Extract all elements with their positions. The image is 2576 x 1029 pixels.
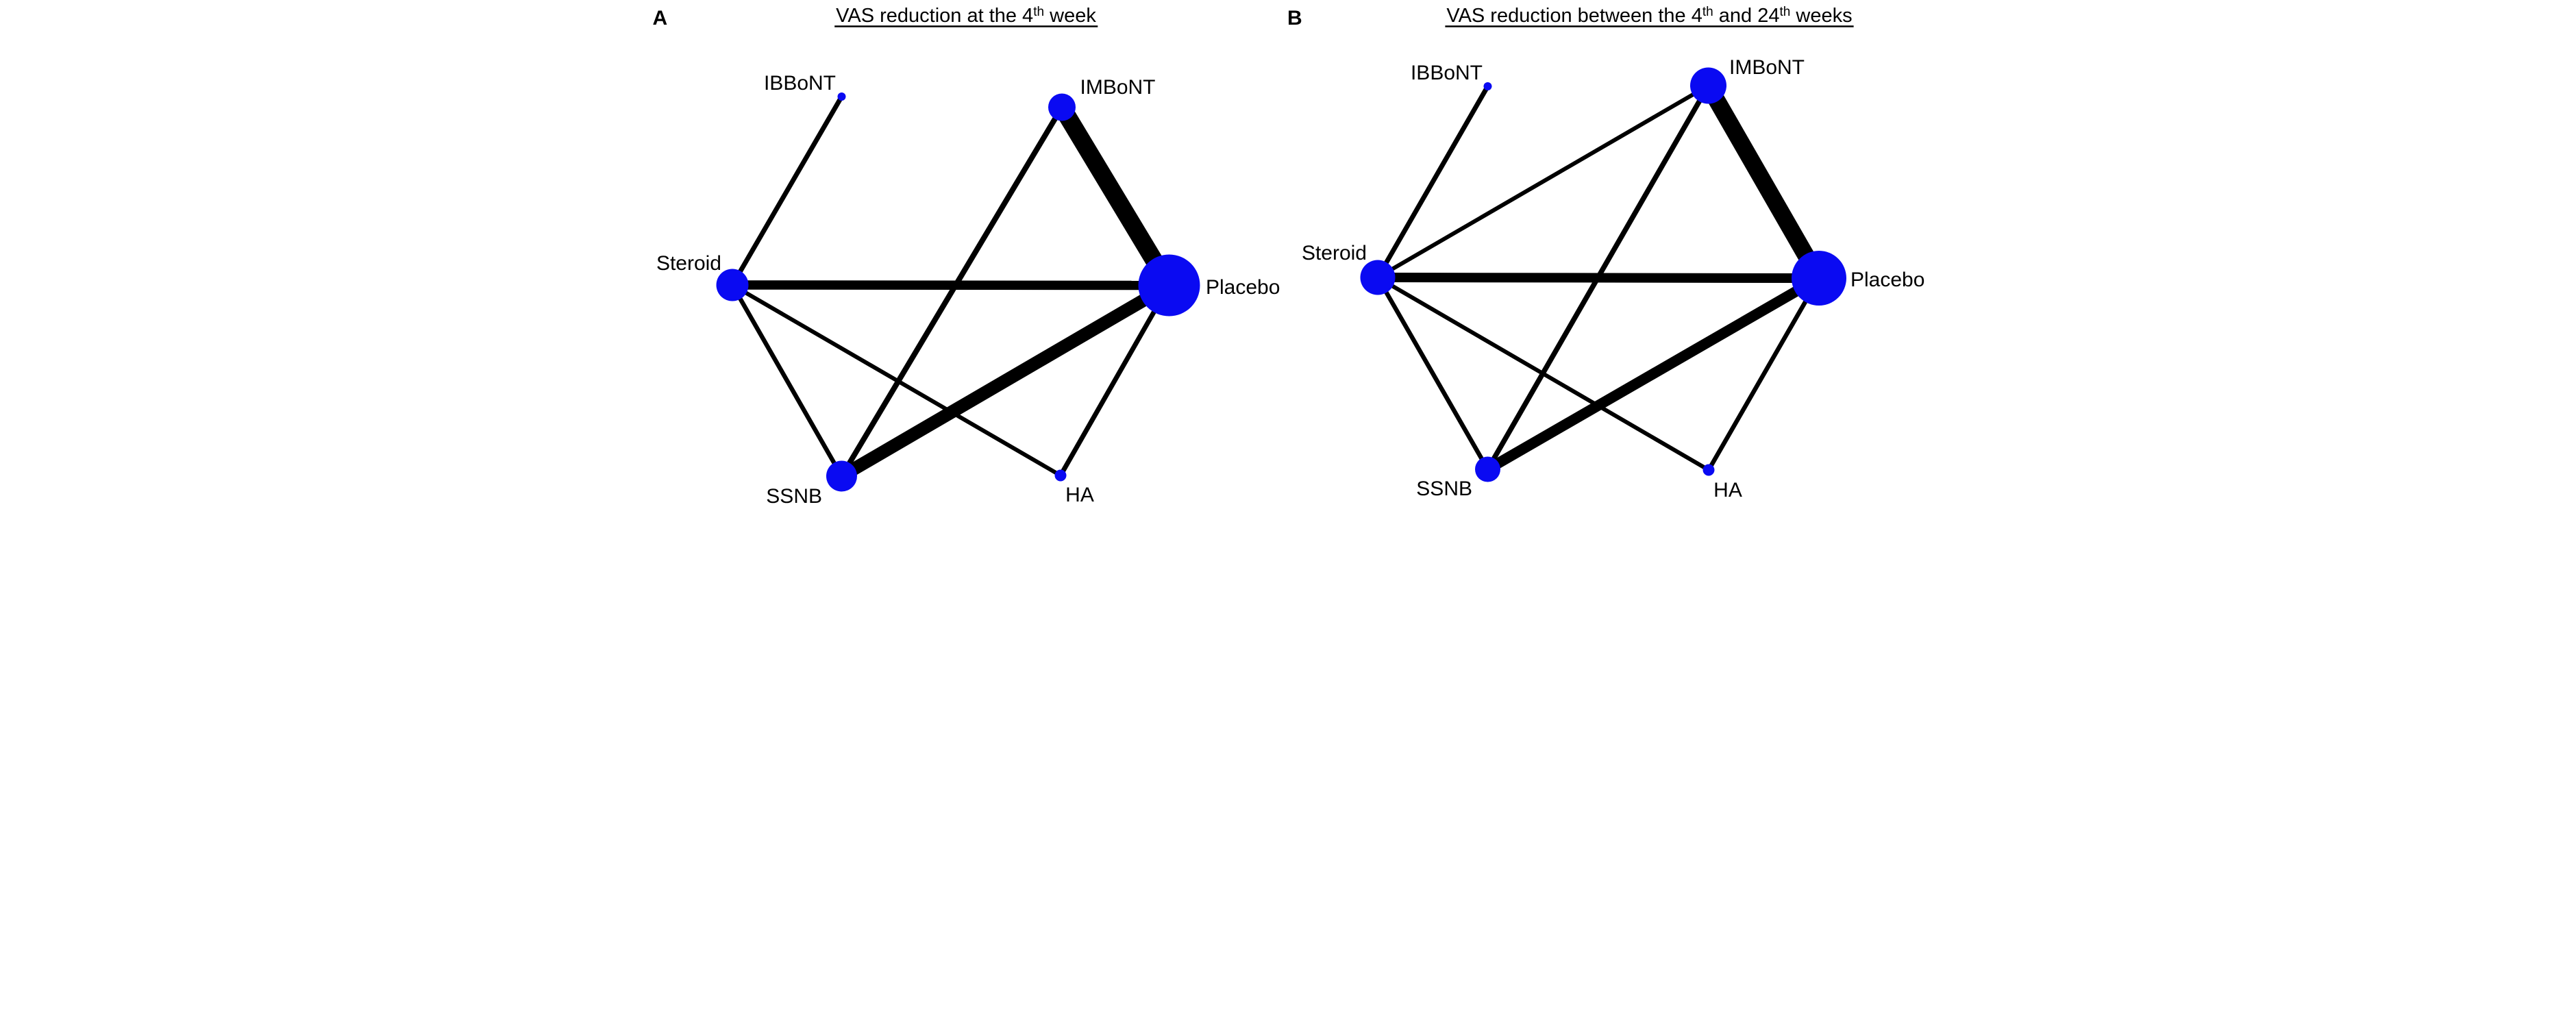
node-label-ha: HA: [1065, 484, 1094, 506]
node-label-imbont: IMBoNT: [1080, 76, 1156, 99]
panel-tag-a: A: [653, 7, 668, 29]
node-label-steroid: Steroid: [1302, 242, 1367, 264]
node-label-ssnb: SSNB: [766, 485, 822, 508]
edge-ha-placebo: [1707, 277, 1821, 471]
node-label-ha: HA: [1713, 479, 1742, 501]
node-placebo: [1792, 251, 1846, 306]
node-label-steroid: Steroid: [656, 252, 721, 275]
edge-steroid-placebo: [732, 280, 1169, 290]
node-placebo: [1138, 254, 1200, 317]
edge-imbont-placebo: [1054, 102, 1177, 290]
panel-title-b: VAS reduction between the 4th and 24th w…: [1446, 5, 1852, 27]
edge-steroid-ssnb: [730, 284, 844, 478]
node-steroid: [716, 269, 749, 301]
edge-imbont-placebo: [1700, 81, 1826, 283]
edge-ssnb-placebo: [838, 280, 1173, 482]
panel-tag-b: B: [1287, 7, 1302, 29]
node-ha: [1054, 469, 1067, 482]
panel-title-a: VAS reduction at the 4th week: [836, 5, 1096, 27]
edge-steroid-imbont: [1376, 84, 1710, 280]
edge-ha-placebo: [1058, 284, 1172, 477]
edge-ssnb-placebo: [1485, 273, 1822, 474]
node-ssnb: [1475, 456, 1500, 482]
edge-imbont-ssnb: [1485, 84, 1711, 471]
node-label-imbont: IMBoNT: [1729, 56, 1805, 79]
node-imbont: [1048, 93, 1076, 121]
node-ssnb: [826, 460, 857, 492]
node-label-ibbont: IBBoNT: [764, 72, 836, 95]
node-ha: [1702, 464, 1715, 476]
node-label-ibbont: IBBoNT: [1411, 62, 1483, 84]
node-imbont: [1690, 67, 1726, 104]
node-label-placebo: Placebo: [1206, 276, 1280, 299]
node-ibbont: [1483, 82, 1492, 90]
node-label-placebo: Placebo: [1850, 269, 1924, 291]
edge-steroid-ibbont: [730, 95, 844, 286]
node-label-ssnb: SSNB: [1416, 478, 1472, 500]
edge-steroid-ibbont: [1375, 85, 1490, 279]
edge-imbont-ssnb: [839, 106, 1065, 478]
node-steroid: [1360, 260, 1396, 295]
node-ibbont: [837, 92, 846, 101]
edge-steroid-ssnb: [1376, 276, 1490, 471]
panel-b: B VAS reduction between the 4th and 24th …: [1287, 5, 1924, 501]
